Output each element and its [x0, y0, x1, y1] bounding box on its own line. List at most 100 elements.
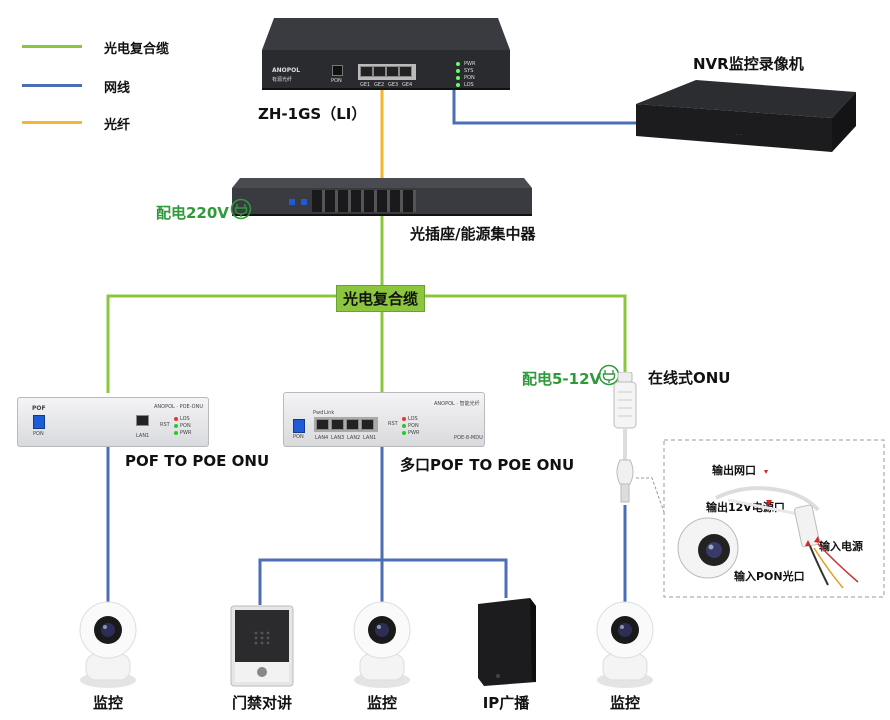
hub-port-b[interactable] [301, 199, 307, 205]
composite-cable-badge: 光电复合缆 [336, 285, 426, 312]
callout-box [663, 439, 885, 598]
olt-port-ge4[interactable] [399, 66, 412, 77]
multi-onu-top-label-2: Link [324, 410, 335, 416]
multi-onu-led-los [402, 417, 406, 421]
composite-branch-left [106, 294, 382, 393]
multi-onu-pon-port[interactable] [293, 419, 305, 433]
olt-port-label-3: GE3 [388, 82, 399, 88]
inline-onu-label: 在线式ONU [648, 369, 731, 387]
pof-onu-led-los [174, 417, 178, 421]
olt-port-label-4: GE4 [402, 82, 413, 88]
multi-onu-lan-label-3: LAN3 [331, 435, 345, 441]
olt-port-label-2: GE2 [374, 82, 385, 88]
hub-port-a[interactable] [289, 199, 295, 205]
nvr-label: NVR监控录像机 [693, 55, 804, 73]
pof-onu-led-label-pon: PON [180, 423, 191, 429]
multi-onu-led-pon [402, 424, 406, 428]
endpoint-label-2: 门禁对讲 [231, 694, 292, 712]
multi-onu-port-lan3[interactable] [331, 419, 344, 430]
pof-onu-label: POF TO POE ONU [125, 452, 270, 470]
svg-text:· · ·: · · · [736, 132, 742, 137]
camera-device-1 [79, 601, 137, 688]
multi-onu-lan-label-4: LAN4 [315, 435, 329, 441]
camera-device-3 [596, 601, 654, 688]
olt-port-ge1[interactable] [360, 66, 373, 77]
multi-onu-port-lan4[interactable] [316, 419, 329, 430]
ethernet-nvr-cable [452, 90, 640, 125]
olt-sfp-port[interactable] [332, 65, 343, 76]
inline-onu-device[interactable] [610, 372, 640, 507]
callout-in-pon: 输入PON光口 [734, 570, 805, 583]
multi-onu-top-label-1: Pwd [313, 410, 324, 416]
olt-led-1 [456, 62, 460, 66]
olt-port-group [358, 64, 416, 80]
multi-onu-model: POE-8-MDU [454, 435, 483, 441]
multi-onu-lan-label-1: LAN1 [363, 435, 377, 441]
pof-onu-led-label-los: LOS [180, 416, 190, 422]
multi-onu-label: 多口POF TO POE ONU [400, 456, 575, 474]
olt-led-label-3: PON [464, 75, 475, 81]
olt-led-2 [456, 69, 460, 73]
pof-onu-pon-port[interactable] [33, 415, 45, 429]
multi-onu-port-lan1[interactable] [361, 419, 374, 430]
callout-out-12v: 输出12V电源口 [706, 501, 785, 514]
camera-device-2 [353, 601, 411, 688]
hub-power-label: 配电220V [156, 204, 229, 222]
composite-branch-right [382, 294, 627, 372]
olt-led-label-1: PWR [464, 61, 476, 67]
multi-onu-led-label-pwr: PWR [408, 430, 420, 436]
endpoint-label-3: 监控 [366, 694, 397, 712]
multi-onu-led-label-los: LOS [408, 416, 418, 422]
pof-onu-lan-label: LAN1 [136, 433, 150, 439]
ip-speaker-device [478, 598, 536, 686]
olt-image [262, 18, 510, 90]
ethernet-multi-branches [258, 558, 508, 605]
olt-led-label-4: LOS [464, 82, 474, 88]
olt-brand: ANOPOL [272, 67, 301, 74]
endpoint-label-5: 监控 [609, 694, 640, 712]
legend-label-composite: 光电复合缆 [104, 42, 170, 57]
pof-onu-led-pon [174, 424, 178, 428]
plug-icon [230, 198, 252, 220]
pof-onu-pon-label: PON [33, 431, 44, 437]
hub-label: 光插座/能源集中器 [410, 225, 536, 243]
callout-camera-image [677, 470, 859, 589]
olt-led-3 [456, 76, 460, 80]
legend-label-ethernet: 网线 [104, 81, 131, 96]
multi-onu-rst: RST [388, 421, 398, 427]
olt-label: ZH-1GS（LI） [258, 105, 367, 123]
pof-onu-led-label-pwr: PWR [180, 430, 192, 436]
pof-onu-device: POF PON ANOPOL · POE-ONU LAN1 RST LOS PO… [17, 397, 209, 447]
multi-onu-port-group [314, 417, 378, 432]
pof-onu-brand: ANOPOL · POE-ONU [154, 404, 203, 410]
olt-pon-label: PON [331, 78, 342, 84]
olt-port-ge2[interactable] [373, 66, 386, 77]
hub-device [232, 178, 532, 216]
multi-onu-port-lan2[interactable] [346, 419, 359, 430]
legend-label-fiber: 光纤 [104, 118, 131, 133]
pof-onu-led-pwr [174, 431, 178, 435]
multi-onu-pon-label: PON [293, 434, 304, 440]
pof-onu-rst: RST [160, 422, 170, 428]
olt-led-label-2: SYS [464, 68, 474, 74]
endpoint-label-4: IP广播 [482, 694, 530, 712]
callout-pointer [636, 477, 666, 516]
pof-onu-lan-port[interactable] [136, 415, 149, 426]
olt-port-label-1: GE1 [360, 82, 371, 88]
olt-led-4 [456, 83, 460, 87]
inline-onu-power-label: 配电5-12V [522, 370, 602, 388]
multi-onu-lan-label-2: LAN2 [347, 435, 361, 441]
endpoint-label-1: 监控 [92, 694, 123, 712]
legend-line-ethernet [22, 84, 82, 87]
olt-brand-sub: 有源光纤 [272, 77, 293, 83]
legend-line-composite [22, 45, 82, 48]
olt-port-ge3[interactable] [386, 66, 399, 77]
hub-port-grid [312, 190, 416, 212]
intercom-device [230, 605, 294, 687]
legend-line-fiber [22, 121, 82, 124]
multi-onu-led-label-pon: PON [408, 423, 419, 429]
multi-onu-led-pwr [402, 431, 406, 435]
callout-in-power: 输入电源 [819, 540, 863, 553]
multi-onu-brand: ANOPOL · 智能光纤 [434, 401, 480, 407]
